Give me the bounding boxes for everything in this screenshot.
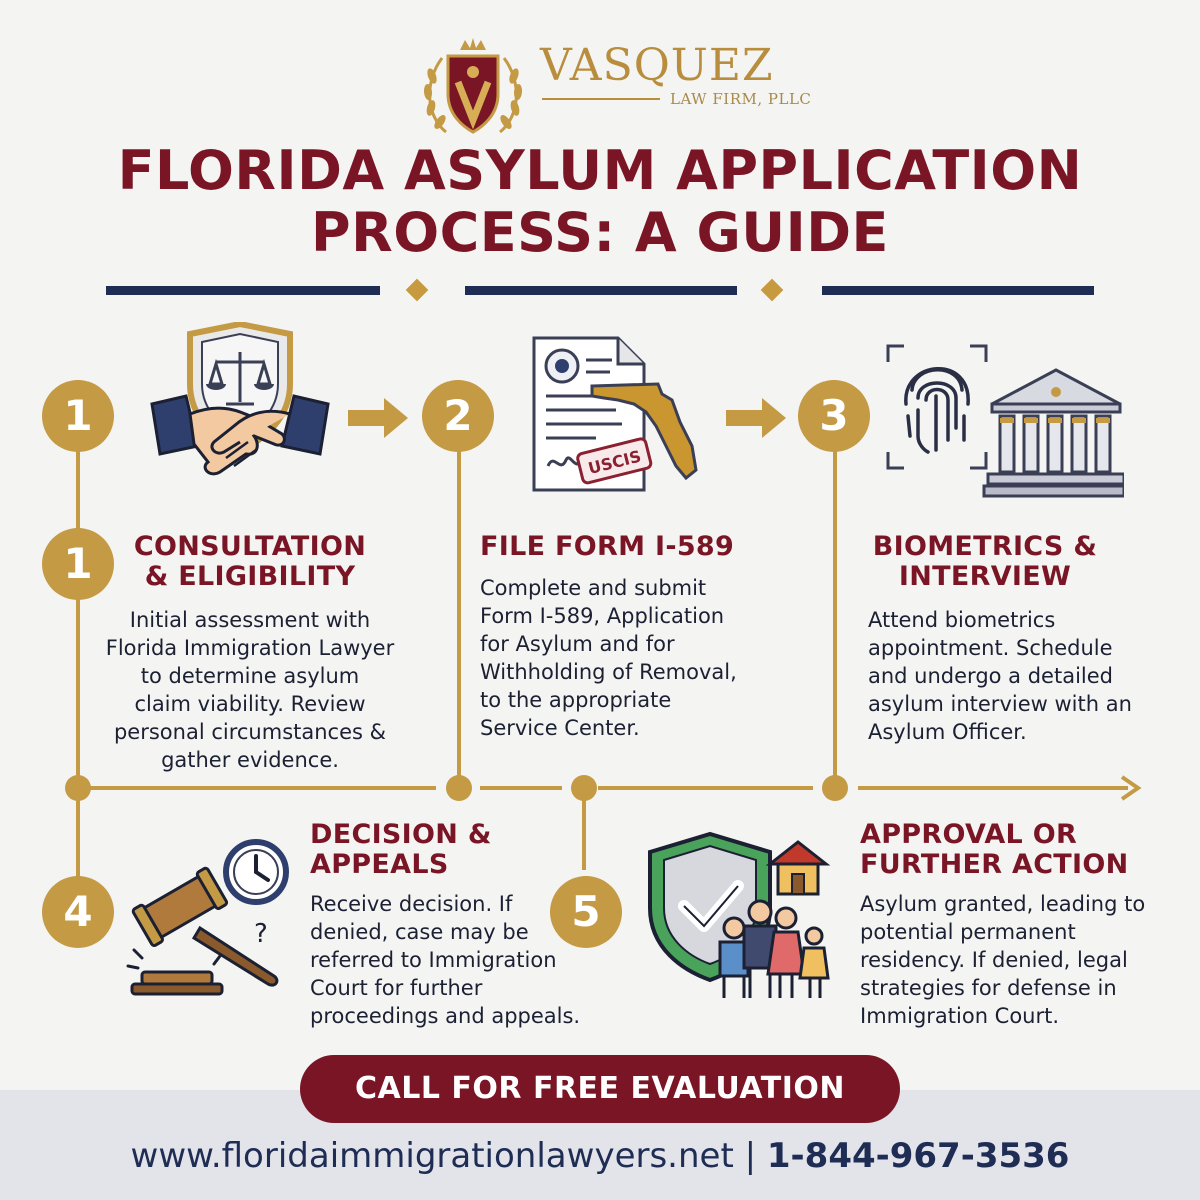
divider-diamond-left [405,278,429,302]
step-4-desc-line: denied, case may be [310,920,529,944]
step-5-title-line-2: FURTHER ACTION [860,849,1129,880]
phone-link[interactable]: 1-844-967-3536 [766,1136,1070,1176]
timeline-vertical-3 [833,420,837,790]
step-2-desc-line: Complete and submit [480,576,707,600]
brand-divider [542,98,660,100]
timeline-node-2 [446,775,472,801]
step-1-desc-line: personal circumstances & [113,720,387,744]
step-2-desc-line: Withholding of Removal, [480,660,737,684]
divider-diamond-right [760,278,784,302]
step-1-desc-line: Initial assessment with [129,608,371,632]
timeline-horizontal-b [480,786,562,790]
step-3-desc-line: Attend biometrics [868,608,1056,632]
gavel-clock-icon: ? [126,839,289,996]
step-2-title-line-1: FILE FORM I-589 [480,531,735,562]
fingerprint-courthouse-icon [886,344,1124,498]
step-1-desc-line: to determine asylum [140,664,360,688]
contact-separator: | [744,1136,757,1176]
step-3-desc-line: appointment. Schedule [868,636,1113,660]
step-number-4: 4 [42,876,114,948]
step-3-title-line-1: BIOMETRICS & [872,531,1098,562]
timeline-arrowhead-icon [1120,775,1142,801]
step-4-title: DECISION & APPEALS [310,820,560,880]
step-1-description: Initial assessment with Florida Immigrat… [90,606,410,774]
step-5-description: Asylum granted, leading to potential per… [860,890,1180,1030]
step-5-desc-line: residency. If denied, legal [860,948,1128,972]
step-4-desc-line: referred to Immigration [310,948,557,972]
step-2-description: Complete and submit Form I-589, Applicat… [480,574,800,742]
page-title-line-1: FLORIDA ASYLUM APPLICATION [117,139,1083,202]
divider-bar-right [822,286,1094,295]
timeline-vertical-4 [76,800,80,880]
shield-check-family-home-icon [648,831,831,998]
step-2-title: FILE FORM I-589 [480,532,800,562]
step-1-desc-line: gather evidence. [161,748,339,772]
step-5-desc-line: Immigration Court. [860,1004,1060,1028]
document-florida-map-icon: USCIS [532,336,698,492]
step-number-3: 3 [798,380,870,452]
step-2-desc-line: Form I-589, Application [480,604,725,628]
timeline-node-3 [571,775,597,801]
step-2-desc-line: for Asylum and for [480,632,675,656]
step-number-2: 2 [422,380,494,452]
contact-line: www.floridaimmigrationlawyers.net | 1-84… [0,1136,1200,1176]
step-3-desc-line: and undergo a detailed [868,664,1113,688]
step-5-desc-line: Asylum granted, leading to [860,892,1146,916]
step-2-desc-line: Service Center. [480,716,640,740]
arrow-right-icon [348,398,408,438]
step-1-desc-line: Florida Immigration Lawyer [105,636,395,660]
step-number-1: 1 [42,380,114,452]
svg-text:?: ? [254,919,268,949]
step-4-desc-line: proceedings and appeals. [310,1004,581,1028]
step-5-desc-line: potential permanent [860,920,1076,944]
arrow-right-icon [726,398,786,438]
step-3-desc-line: asylum interview with an [868,692,1132,716]
step-4-desc-line: Court for further [310,976,483,1000]
timeline-vertical-5 [582,800,586,870]
timeline-horizontal-c [598,786,813,790]
step-4-title-line-1: DECISION & [310,819,492,850]
step-2-desc-line: to the appropriate [480,688,672,712]
step-number-5: 5 [550,876,622,948]
step-3-description: Attend biometrics appointment. Schedule … [868,606,1168,746]
step-3-desc-line: Asylum Officer. [868,720,1027,744]
brand-name: VASQUEZ [540,40,774,91]
divider-bar-middle [465,286,737,295]
step-1-title: CONSULTATION & ELIGIBILITY [110,532,390,592]
website-link[interactable]: www.floridaimmigrationlawyers.net [130,1136,734,1176]
step-number-1-secondary: 1 [42,528,114,600]
step-5-title: APPROVAL OR FURTHER ACTION [860,820,1160,880]
law-firm-crest-icon [423,38,523,134]
timeline-vertical-1 [76,420,80,790]
timeline-node-4 [822,775,848,801]
timeline-horizontal-d [858,786,1128,790]
step-3-title: BIOMETRICS & INTERVIEW [850,532,1120,592]
divider-bar-left [106,286,380,295]
timeline-node-1 [65,775,91,801]
step-4-desc-line: Receive decision. If [310,892,513,916]
page-title-line-2: PROCESS: A GUIDE [311,201,889,264]
step-4-title-line-2: APPEALS [310,849,449,880]
step-1-title-line-2: & ELIGIBILITY [144,561,356,592]
step-3-title-line-2: INTERVIEW [898,561,1072,592]
timeline-horizontal-a [76,786,436,790]
step-4-description: Receive decision. If denied, case may be… [310,890,600,1030]
handshake-shield-scales-icon [150,322,330,476]
timeline-vertical-2 [457,420,461,790]
step-1-desc-line: claim viability. Review [134,692,366,716]
step-5-desc-line: strategies for defense in [860,976,1117,1000]
page-title: FLORIDA ASYLUM APPLICATION PROCESS: A GU… [40,140,1160,264]
step-1-title-line-1: CONSULTATION [133,531,367,562]
free-evaluation-button[interactable]: CALL FOR FREE EVALUATION [300,1055,900,1123]
brand-subtitle: LAW FIRM, PLLC [670,90,812,108]
step-5-title-line-1: APPROVAL OR [860,819,1078,850]
